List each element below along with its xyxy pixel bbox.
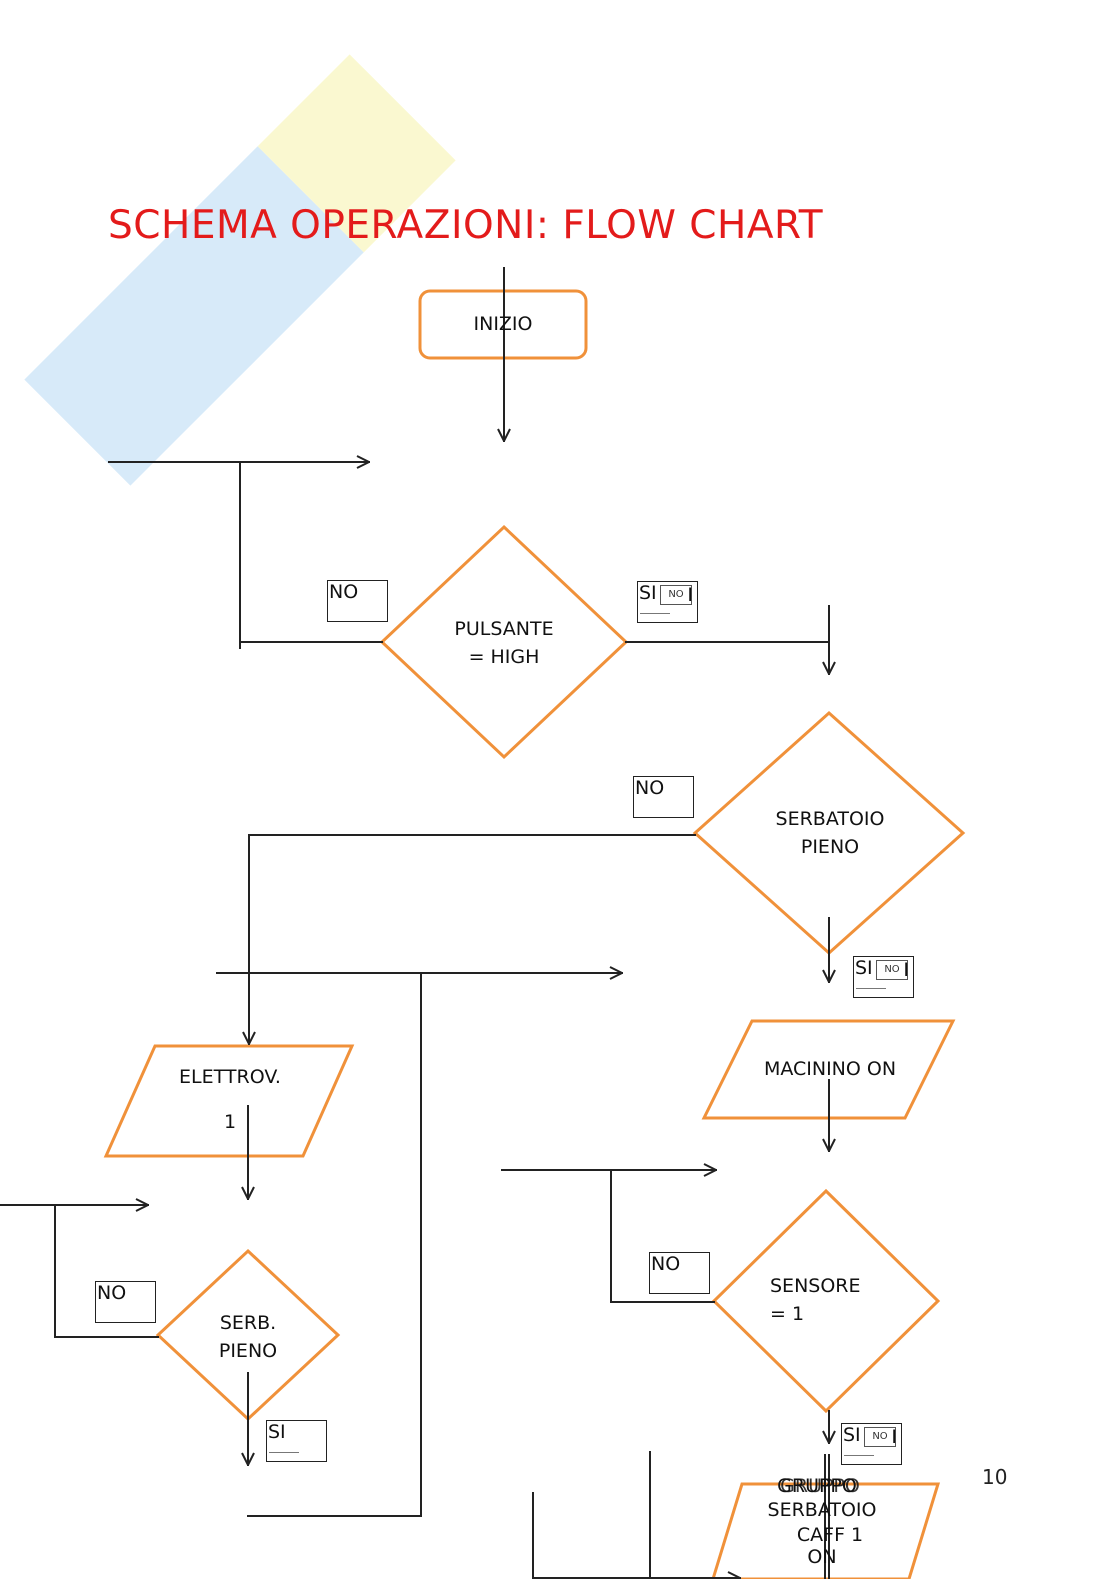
serb-label: SERB. PIENO [198,1309,298,1365]
tag-si-sensore-underline [844,1455,874,1456]
tag-si-pulsante-underline [640,613,670,614]
tag-no-sensore: NO [649,1252,710,1294]
watermark-logo [24,54,456,486]
connector-lines [0,267,829,1579]
serbatoio-label-line1: SERBATOIO [775,808,885,830]
tag-si-pulsante-text: SI [639,582,657,604]
tag-si-serbatoio-bar: I [903,959,909,981]
tag-si-pulsante: SI NO I [637,581,698,623]
tag-si-serb-underline [269,1452,299,1453]
gruppo-label-line4: ON [807,1546,837,1568]
page-number: 10 [982,1465,1008,1489]
io-gruppo-shape [711,1482,941,1579]
serbatoio-label: SERBATOIO PIENO [750,805,910,861]
io-macinino-shape [701,1019,956,1120]
gruppo-label-line1: GRUPPO [777,1475,857,1497]
tag-si-serbatoio-text: SI [855,957,873,979]
tag-si-sensore-text: SI [843,1424,861,1446]
tag-si-serbatoio: SI NO I [853,956,914,998]
serbatoio-label-line2: PIENO [800,836,860,858]
elettrov-label: ELETTROV. [179,1066,281,1088]
sensore-label-line2: = 1 [770,1303,805,1325]
tag-si-sensore-bar: I [891,1426,897,1448]
tag-si-serbatoio-mini: NO [876,960,908,980]
start-label: INIZIO [473,313,533,335]
pulsante-label-line2: = HIGH [468,646,540,668]
macinino-label: MACININO ON [763,1058,897,1080]
tag-si-serb-text: SI [268,1421,286,1443]
tag-no-pulsante: NO [327,580,388,622]
sensore-label: SENSORE = 1 [754,1272,900,1328]
tag-si-serbatoio-underline [856,988,886,989]
pulsante-label: PULSANTE = HIGH [424,615,584,671]
elettrov-value: 1 [223,1111,237,1133]
gruppo-label-line1-shadow: GRUPPO [780,1475,860,1497]
tag-si-pulsante-bar: I [687,584,693,606]
tag-si-serb: SI [266,1420,327,1462]
io-elettrov-shape [103,1044,355,1158]
tag-no-serb: NO [95,1281,156,1323]
serb-label-line2: PIENO [218,1340,278,1362]
page-title: SCHEMA OPERAZIONI: FLOW CHART [108,203,824,248]
tag-si-sensore-mini: NO [864,1427,896,1447]
sensore-label-line1: SENSORE [770,1275,861,1297]
pulsante-label-line1: PULSANTE [454,618,554,640]
tag-no-serbatoio: NO [633,776,694,818]
tag-si-pulsante-mini: NO [660,585,692,605]
decision-pulsante-shape [379,524,629,760]
decision-sensore-shape [711,1188,941,1414]
serb-label-line1: SERB. [219,1312,277,1334]
gruppo-label-line2: SERBATOIO [767,1499,877,1521]
tag-si-sensore: SI NO I [841,1423,902,1465]
gruppo-label-line3: CAFF 1 [796,1524,864,1546]
